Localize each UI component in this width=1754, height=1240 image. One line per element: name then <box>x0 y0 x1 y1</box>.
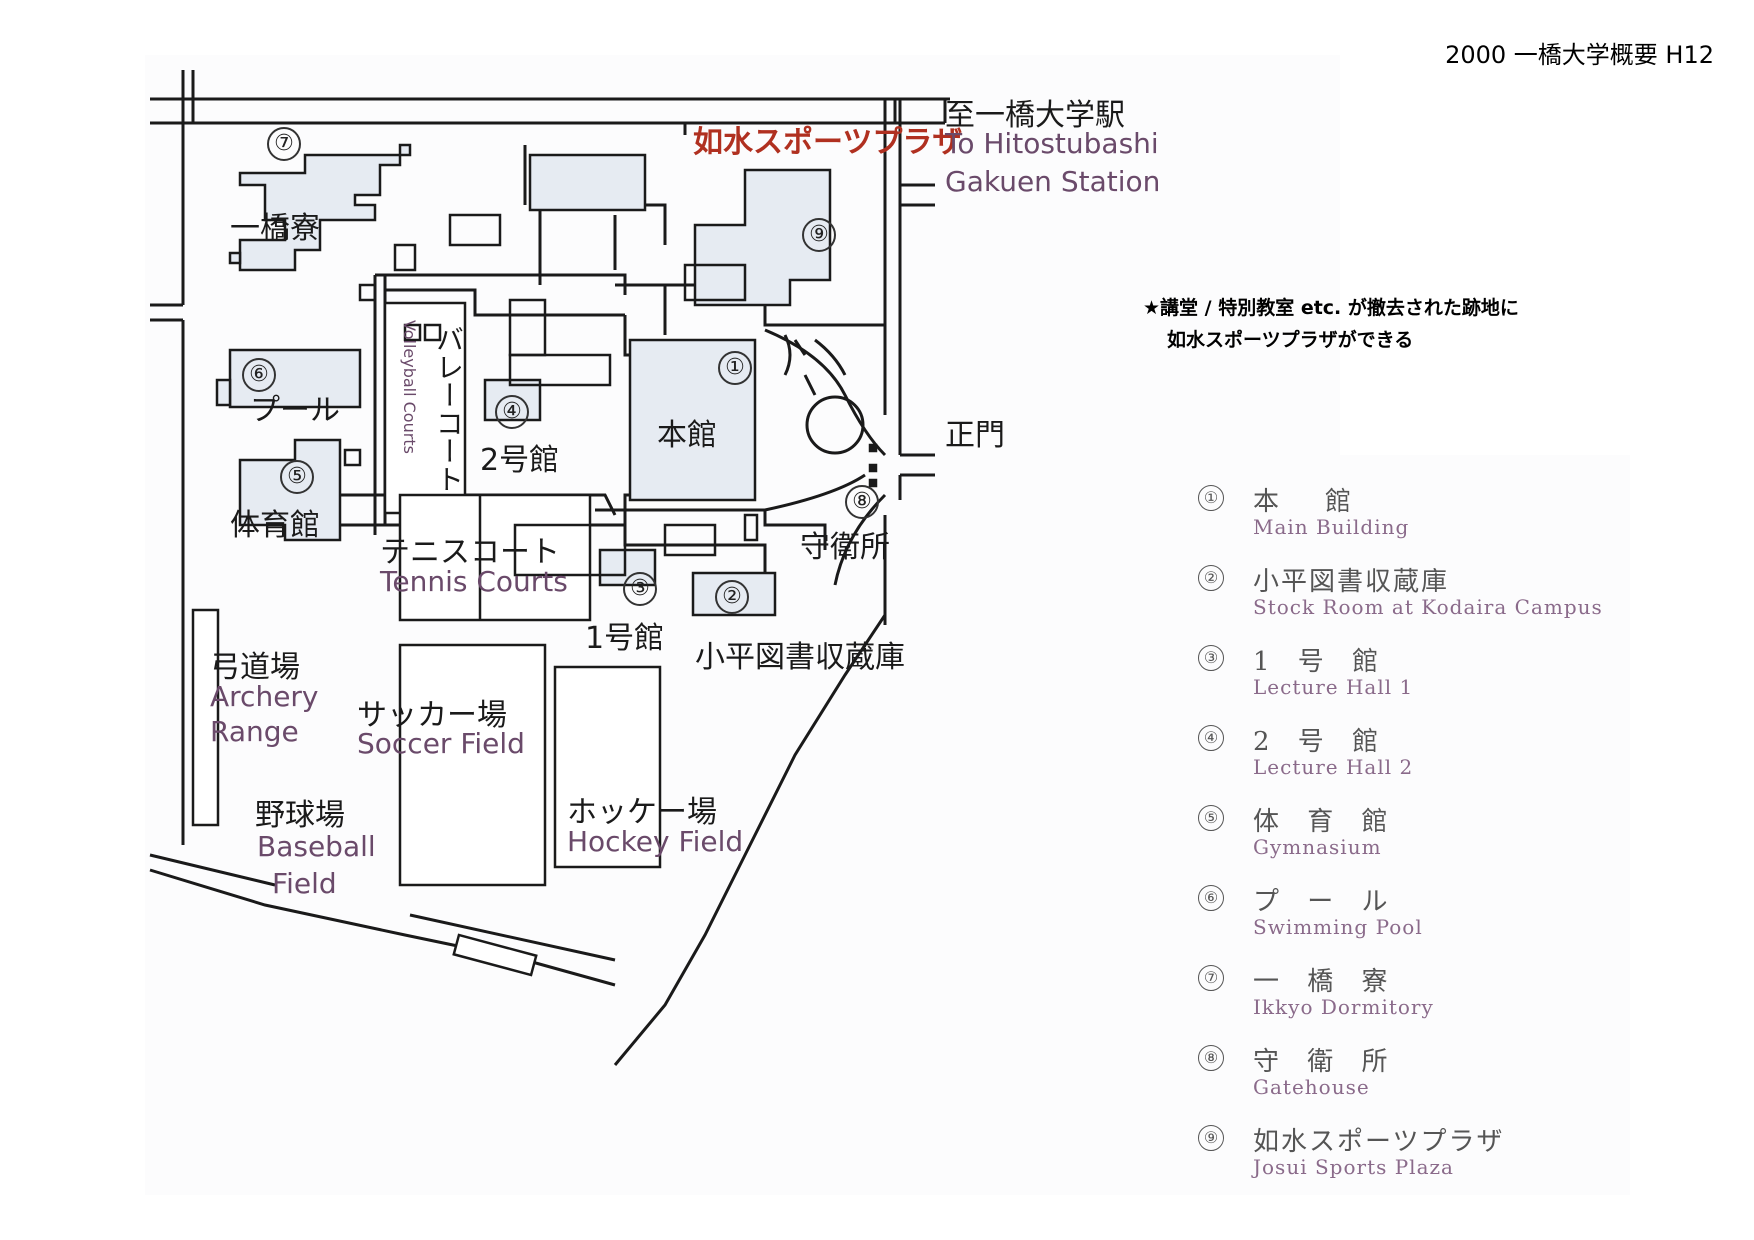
label-library: 小平図書収蔵庫 <box>695 640 905 675</box>
label-tennis-en: Tennis Courts <box>380 565 568 598</box>
label-tennis-jp: テニスコート <box>380 535 560 570</box>
label-hall1: 1号館 <box>585 621 665 656</box>
label-main-gate: 正門 <box>945 418 1005 453</box>
label-soccer-en: Soccer Field <box>357 727 525 760</box>
legend-number: ① <box>1198 485 1224 511</box>
archery-range <box>191 608 220 827</box>
label-josui-sports-plaza-highlight: 如水スポーツプラザ <box>693 125 963 160</box>
legend-number: ⑧ <box>1198 1045 1224 1071</box>
marker-1: ① <box>718 351 752 385</box>
campus-map: 如水スポーツプラザ 至一橋大学駅 To Hitostubashi Gakuen … <box>145 55 1340 1195</box>
marker-8: ⑧ <box>845 485 879 519</box>
label-hall2: 2号館 <box>480 443 560 478</box>
hockey-field <box>553 665 662 869</box>
legend-number: ④ <box>1198 725 1224 751</box>
legend-en: Stock Room at Kodaira Campus <box>1253 595 1603 619</box>
legend-jp: 一 橋 寮 <box>1253 967 1398 997</box>
label-soccer-jp: サッカー場 <box>357 698 507 733</box>
note-line-1: ★講堂 / 特別教室 etc. が撤去された跡地に <box>1143 297 1519 319</box>
label-hockey-en: Hockey Field <box>567 825 744 858</box>
legend-number: ⑦ <box>1198 965 1224 991</box>
legend-jp: 1 号 館 <box>1253 647 1389 677</box>
legend-number: ⑤ <box>1198 805 1224 831</box>
legend-jp: プ ー ル <box>1253 887 1398 917</box>
label-baseball-jp: 野球場 <box>255 798 345 833</box>
legend-number: ③ <box>1198 645 1224 671</box>
legend-en: Josui Sports Plaza <box>1253 1155 1454 1179</box>
legend-number: ⑥ <box>1198 885 1224 911</box>
legend-number: ② <box>1198 565 1224 591</box>
legend-jp: 守 衛 所 <box>1253 1047 1398 1077</box>
label-gatehouse: 守衛所 <box>800 530 890 565</box>
legend-en: Gatehouse <box>1253 1075 1370 1099</box>
legend-jp: 体 育 館 <box>1253 807 1398 837</box>
legend-en: Gymnasium <box>1253 835 1382 859</box>
note-line-2: 如水スポーツプラザができる <box>1167 329 1414 351</box>
label-station-en1: To Hitostubashi <box>945 127 1159 160</box>
marker-9: ⑨ <box>802 218 836 252</box>
legend-jp: 如水スポーツプラザ <box>1253 1127 1505 1157</box>
legend-en: Lecture Hall 2 <box>1253 755 1414 779</box>
annotation-note: ★講堂 / 特別教室 etc. が撤去された跡地に 如水スポーツプラザができる <box>1143 292 1519 356</box>
map-drawing <box>149 70 950 1066</box>
legend-jp: 小平図書収蔵庫 <box>1253 567 1450 597</box>
label-archery-en1: Archery <box>210 680 319 713</box>
legend-en: Lecture Hall 1 <box>1253 675 1414 699</box>
label-archery-en2: Range <box>210 715 299 748</box>
legend-number: ⑨ <box>1198 1125 1224 1151</box>
label-station-en2: Gakuen Station <box>945 165 1161 198</box>
document-title: 2000 一橋大学概要 H12 <box>1445 41 1714 69</box>
soccer-field <box>398 643 547 887</box>
label-pool: プール <box>250 393 340 428</box>
marker-7: ⑦ <box>267 127 301 161</box>
legend-jp: 2 号 館 <box>1253 727 1389 757</box>
label-volleyball-en: Volleyball Courts <box>400 320 419 454</box>
legend-en: Swimming Pool <box>1253 915 1423 939</box>
label-gym: 体育館 <box>230 508 320 543</box>
legend-en: Ikkyo Dormitory <box>1253 995 1434 1019</box>
label-station-jp: 至一橋大学駅 <box>945 98 1125 133</box>
legend: ① 本 館 Main Building ② 小平図書収蔵庫 Stock Room… <box>1180 455 1630 1195</box>
marker-5: ⑤ <box>280 460 314 494</box>
building-josui-sports-plaza <box>693 168 832 307</box>
label-main-building: 本館 <box>657 418 717 453</box>
legend-jp: 本 館 <box>1253 487 1362 517</box>
label-hockey-jp: ホッケー場 <box>567 795 717 830</box>
tennis-courts <box>398 493 592 622</box>
label-baseball-en2: Field <box>272 867 337 900</box>
label-volleyball-jp: バレーコート <box>432 325 465 493</box>
marker-3: ③ <box>623 572 657 606</box>
marker-4: ④ <box>495 395 529 429</box>
legend-en: Main Building <box>1253 515 1410 539</box>
label-dorm: 一橋寮 <box>230 211 320 246</box>
label-baseball-en1: Baseball <box>257 830 376 863</box>
building-dorm <box>238 153 402 272</box>
label-archery-jp: 弓道場 <box>210 650 300 685</box>
marker-6: ⑥ <box>242 358 276 392</box>
marker-2: ② <box>715 580 749 614</box>
